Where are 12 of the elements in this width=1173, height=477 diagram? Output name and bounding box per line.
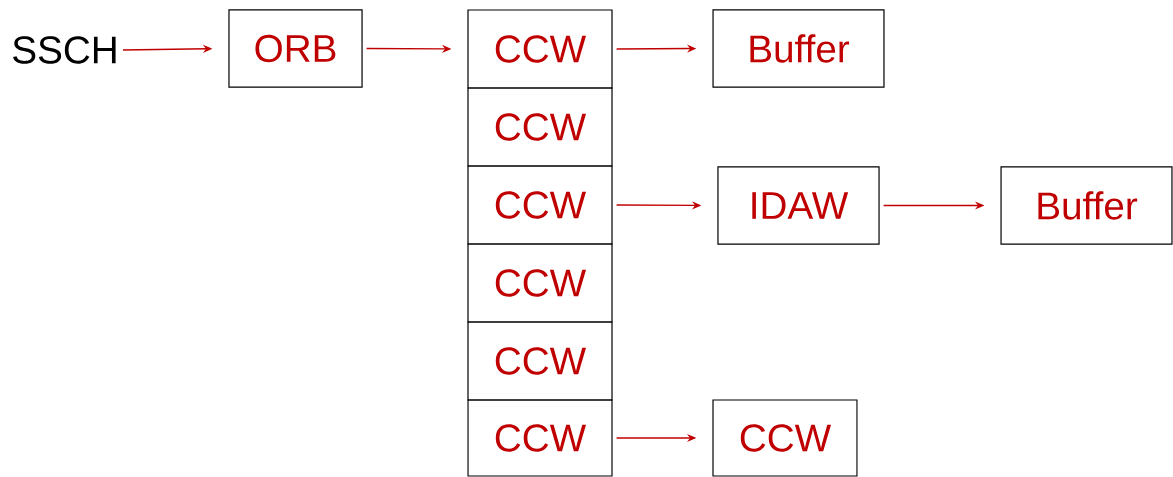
command-label: SSCH (13, 36, 116, 64)
process-box: Buffer (712, 9, 885, 88)
process-box: CCW (467, 9, 613, 89)
process-box: CCW (467, 321, 613, 401)
process-box: CCW (467, 243, 613, 323)
process-box: CCW (467, 165, 613, 245)
process-box: CCW (712, 399, 858, 477)
process-box: IDAW (717, 166, 880, 245)
process-box: ORB (228, 9, 363, 88)
process-box: CCW (467, 87, 613, 167)
process-box: CCW (467, 399, 613, 477)
process-box: Buffer (1000, 166, 1173, 245)
